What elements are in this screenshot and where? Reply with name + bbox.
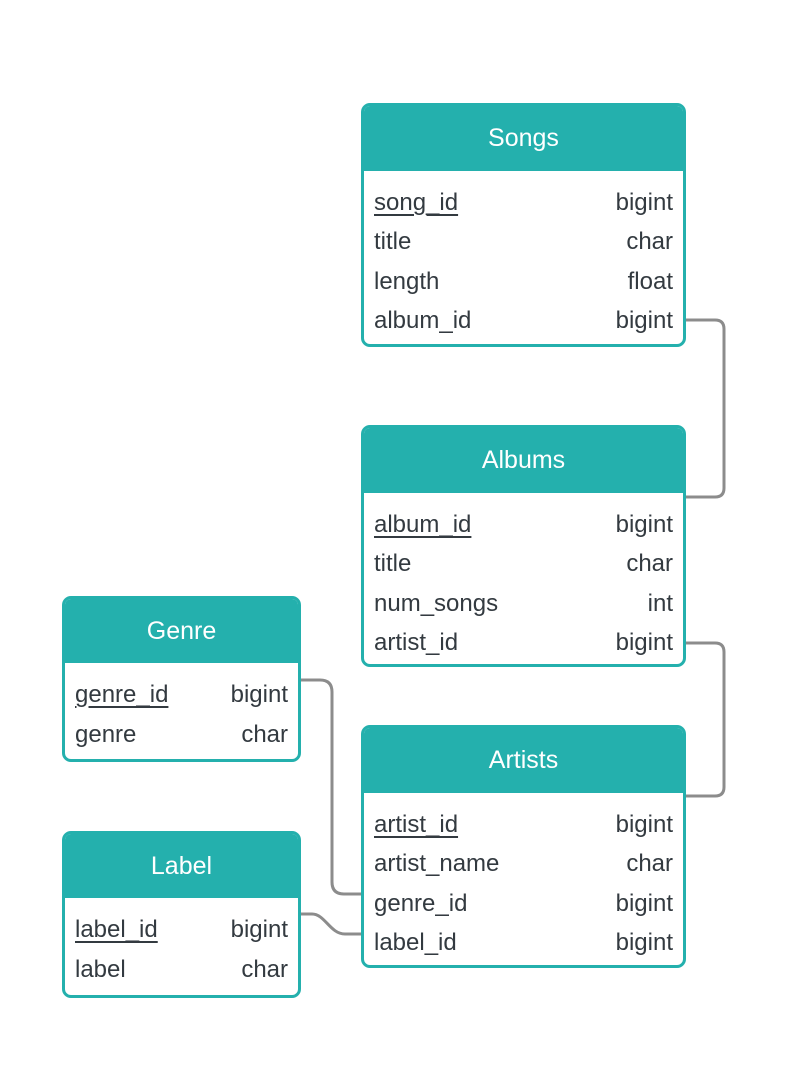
column-type: bigint [615,929,673,957]
albums-row-album-id[interactable]: album_id bigint [374,505,673,545]
column-name: genre_id [374,889,468,917]
artists-table-rows: artist_id bigint artist_name char genre_… [364,793,683,963]
songs-row-song-id[interactable]: song_id bigint [374,183,673,223]
songs-row-length[interactable]: length float [374,262,673,302]
songs-table-rows: song_id bigint title char length float a… [364,171,683,341]
genre-table-header: Genre [65,599,298,663]
column-type: bigint [615,510,673,538]
column-type: bigint [615,307,673,335]
label-table-rows: label_id bigint label char [65,898,298,990]
songs-row-album-id[interactable]: album_id bigint [374,302,673,342]
label-table[interactable]: Label label_id bigint label char [62,831,301,998]
column-type: char [626,550,673,578]
column-type: bigint [230,916,288,943]
label-row-label[interactable]: label char [75,950,288,990]
column-type: bigint [615,629,673,657]
column-name: album_id [374,510,472,538]
label-table-header: Label [65,834,298,898]
albums-table-rows: album_id bigint title char num_songs int… [364,493,683,663]
column-name: artist_name [374,850,500,878]
column-name: title [374,550,412,578]
column-type: bigint [615,889,673,917]
songs-row-title[interactable]: title char [374,223,673,263]
connector-albums-artists[interactable] [686,641,726,798]
connector-genre-artists[interactable] [301,678,361,896]
connector-label-artists[interactable] [301,912,361,936]
songs-table[interactable]: Songs song_id bigint title char length f… [361,103,686,347]
artists-table[interactable]: Artists artist_id bigint artist_name cha… [361,725,686,968]
column-name: album_id [374,307,472,335]
artists-table-header: Artists [364,728,683,793]
column-type: bigint [230,681,288,708]
albums-row-num-songs[interactable]: num_songs int [374,584,673,624]
column-type: char [241,956,288,983]
column-name: genre [75,721,137,748]
albums-table[interactable]: Albums album_id bigint title char num_so… [361,425,686,667]
column-name: label_id [75,916,158,943]
artists-row-artist-name[interactable]: artist_name char [374,845,673,885]
songs-table-header: Songs [364,106,683,171]
column-name: title [374,228,412,256]
column-name: artist_id [374,810,459,838]
column-name: label_id [374,929,457,957]
column-type: int [647,589,673,617]
column-type: bigint [615,188,673,216]
label-row-label-id[interactable]: label_id bigint [75,910,288,950]
column-name: song_id [374,188,459,216]
genre-table-rows: genre_id bigint genre char [65,663,298,755]
column-type: bigint [615,810,673,838]
column-name: genre_id [75,681,169,708]
column-type: char [241,721,288,748]
column-type: char [626,228,673,256]
column-type: float [627,267,673,295]
albums-row-artist-id[interactable]: artist_id bigint [374,624,673,664]
column-name: length [374,267,440,295]
albums-row-title[interactable]: title char [374,545,673,585]
genre-row-genre[interactable]: genre char [75,715,288,755]
column-name: label [75,956,126,983]
column-name: artist_id [374,629,459,657]
connector-songs-albums[interactable] [686,318,726,499]
genre-row-genre-id[interactable]: genre_id bigint [75,675,288,715]
column-name: num_songs [374,589,499,617]
genre-table[interactable]: Genre genre_id bigint genre char [62,596,301,762]
column-type: char [626,850,673,878]
artists-row-label-id[interactable]: label_id bigint [374,924,673,964]
albums-table-header: Albums [364,428,683,493]
artists-row-artist-id[interactable]: artist_id bigint [374,805,673,845]
artists-row-genre-id[interactable]: genre_id bigint [374,884,673,924]
